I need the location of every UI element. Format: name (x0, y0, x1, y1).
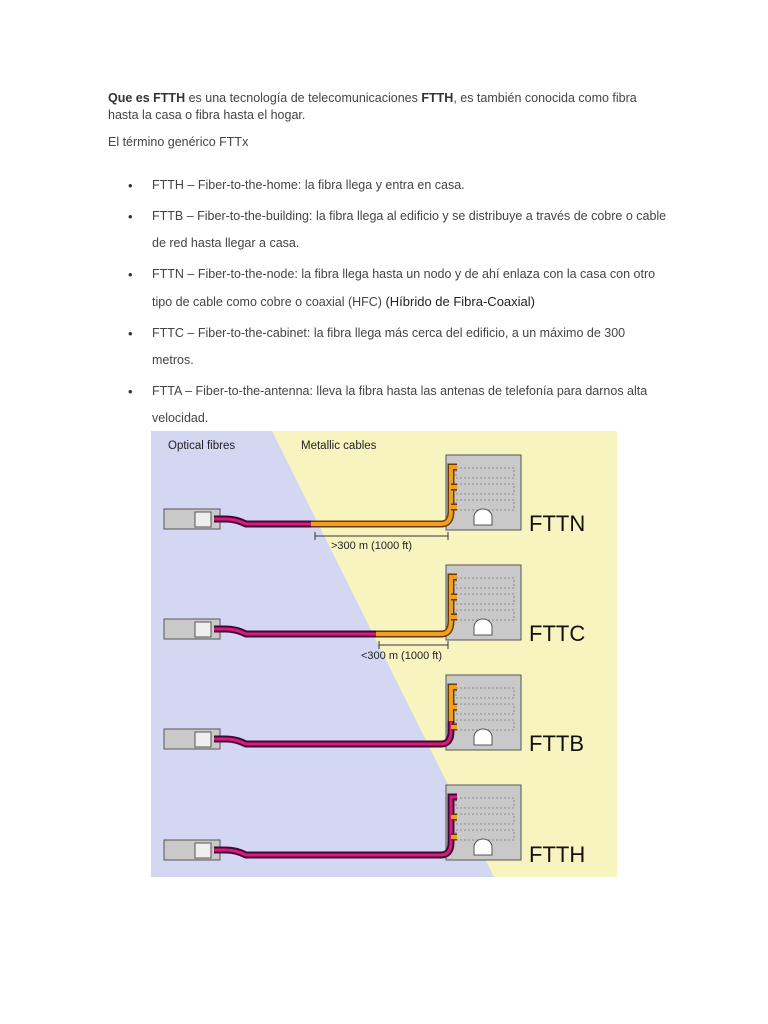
distance-label-fttn: >300 m (1000 ft) (331, 540, 412, 552)
definition-fttb: FTTB – Fiber-to-the-building: la fibra l… (108, 203, 668, 257)
distance-label-fttc: <300 m (1000 ft) (361, 650, 442, 662)
optical-label: Optical fibres (168, 440, 235, 452)
intro-bold-start: Que es FTTH (108, 91, 186, 105)
definition-text: FTTB – Fiber-to-the-building: la fibra l… (152, 209, 667, 250)
definition-fttn: FTTN – Fiber-to-the-node: la fibra llega… (108, 261, 668, 316)
row-ftth: FTTH (163, 784, 585, 867)
definition-text: FTTH – Fiber-to-the-home: la fibra llega… (152, 178, 465, 192)
intro-text-2: , es también conocida como fibra hasta l… (108, 91, 637, 122)
intro-text-1: es una tecnología de telecomunicaciones (185, 91, 422, 105)
optical-region (151, 431, 494, 877)
definition-ftta: FTTA – Fiber-to-the-antenna: lleva la fi… (108, 378, 668, 432)
definition-text: FTTA – Fiber-to-the-antenna: lleva la fi… (152, 384, 648, 425)
label-fttb: FTTB (529, 731, 584, 756)
intro-bold-mid: FTTH (421, 91, 454, 105)
definition-text: FTTN – Fiber-to-the-node: la fibra llega… (152, 267, 656, 309)
definitions-list: FTTH – Fiber-to-the-home: la fibra llega… (108, 172, 668, 436)
metallic-label: Metallic cables (301, 440, 377, 452)
label-fttn: FTTN (529, 511, 585, 536)
intro-paragraph: Que es FTTH es una tecnología de telecom… (108, 90, 668, 124)
definition-text: FTTC – Fiber-to-the-cabinet: la fibra ll… (152, 326, 626, 367)
label-ftth: FTTH (529, 842, 585, 867)
fttx-diagram: Optical fibres Metallic cables (151, 431, 617, 877)
definition-ftth: FTTH – Fiber-to-the-home: la fibra llega… (108, 172, 668, 199)
label-fttc: FTTC (529, 621, 585, 646)
definition-hfc-note: (Híbrido de Fibra-Coaxial) (385, 294, 535, 309)
row-fttn: >300 m (1000 ft) FTTN (163, 454, 585, 552)
generic-term: El término genérico FTTx (108, 135, 249, 149)
row-fttc: <300 m (1000 ft) FTTC (163, 564, 585, 662)
row-fttb: FTTB (163, 674, 584, 756)
definition-fttc: FTTC – Fiber-to-the-cabinet: la fibra ll… (108, 320, 668, 374)
